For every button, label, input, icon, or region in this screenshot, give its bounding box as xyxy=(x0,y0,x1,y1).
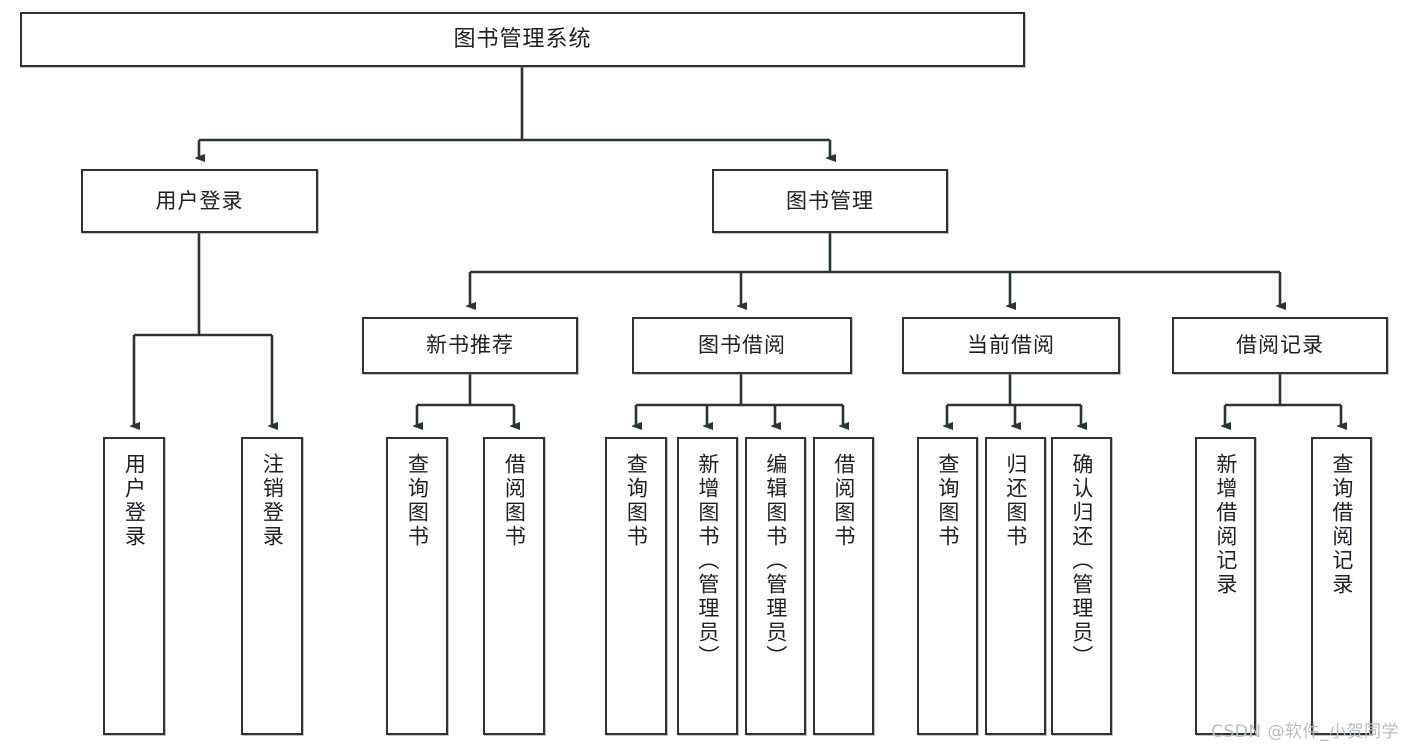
node-label: 查询图书 xyxy=(935,453,960,549)
node-label: 借阅记录 xyxy=(1236,333,1324,358)
leaf-return-books[interactable]: 归还图书 xyxy=(985,437,1046,735)
node-user-login[interactable]: 用户登录 xyxy=(81,169,318,233)
leaf-user-login[interactable]: 用户登录 xyxy=(103,437,165,735)
node-label: 确认归还（管理员） xyxy=(1069,453,1094,669)
node-book-borrow[interactable]: 图书借阅 xyxy=(632,317,852,374)
node-root-system[interactable]: 图书管理系统 xyxy=(20,12,1025,67)
node-label: 新书推荐 xyxy=(426,333,514,358)
leaf-query-books-current[interactable]: 查询图书 xyxy=(917,437,978,735)
node-label: 图书管理系统 xyxy=(453,26,592,52)
node-label: 查询借阅记录 xyxy=(1329,453,1354,597)
node-borrow-records[interactable]: 借阅记录 xyxy=(1172,317,1388,374)
leaf-add-book-admin[interactable]: 新增图书（管理员） xyxy=(677,437,738,735)
node-label: 查询图书 xyxy=(405,453,430,549)
node-label: 新增图书（管理员） xyxy=(695,453,720,669)
node-label: 图书管理 xyxy=(786,188,874,213)
watermark-text: CSDN @软件_小贺同学 xyxy=(1211,722,1399,742)
leaf-logout[interactable]: 注销登录 xyxy=(241,437,303,735)
leaf-query-borrow-record[interactable]: 查询借阅记录 xyxy=(1311,437,1372,735)
node-label: 注销登录 xyxy=(260,453,285,549)
node-label: 借阅图书 xyxy=(502,453,527,549)
node-book-management[interactable]: 图书管理 xyxy=(712,169,948,233)
node-label: 图书借阅 xyxy=(698,333,786,358)
leaf-query-books-recommend[interactable]: 查询图书 xyxy=(386,437,448,735)
node-label: 当前借阅 xyxy=(967,333,1055,358)
node-new-book-recommend[interactable]: 新书推荐 xyxy=(362,317,578,374)
leaf-confirm-return-admin[interactable]: 确认归还（管理员） xyxy=(1051,437,1112,735)
node-label: 借阅图书 xyxy=(831,453,856,549)
node-label: 用户登录 xyxy=(122,453,147,549)
leaf-borrow-books-recommend[interactable]: 借阅图书 xyxy=(483,437,545,735)
node-current-borrow[interactable]: 当前借阅 xyxy=(902,317,1120,374)
node-label: 用户登录 xyxy=(155,188,244,213)
leaf-add-borrow-record[interactable]: 新增借阅记录 xyxy=(1195,437,1256,735)
leaf-borrow-books[interactable]: 借阅图书 xyxy=(813,437,874,735)
node-label: 新增借阅记录 xyxy=(1213,453,1238,597)
node-label: 归还图书 xyxy=(1003,453,1028,549)
node-label: 编辑图书（管理员） xyxy=(763,453,788,669)
node-label: 查询图书 xyxy=(624,453,649,549)
leaf-edit-book-admin[interactable]: 编辑图书（管理员） xyxy=(745,437,806,735)
leaf-query-books-borrow[interactable]: 查询图书 xyxy=(605,437,667,735)
